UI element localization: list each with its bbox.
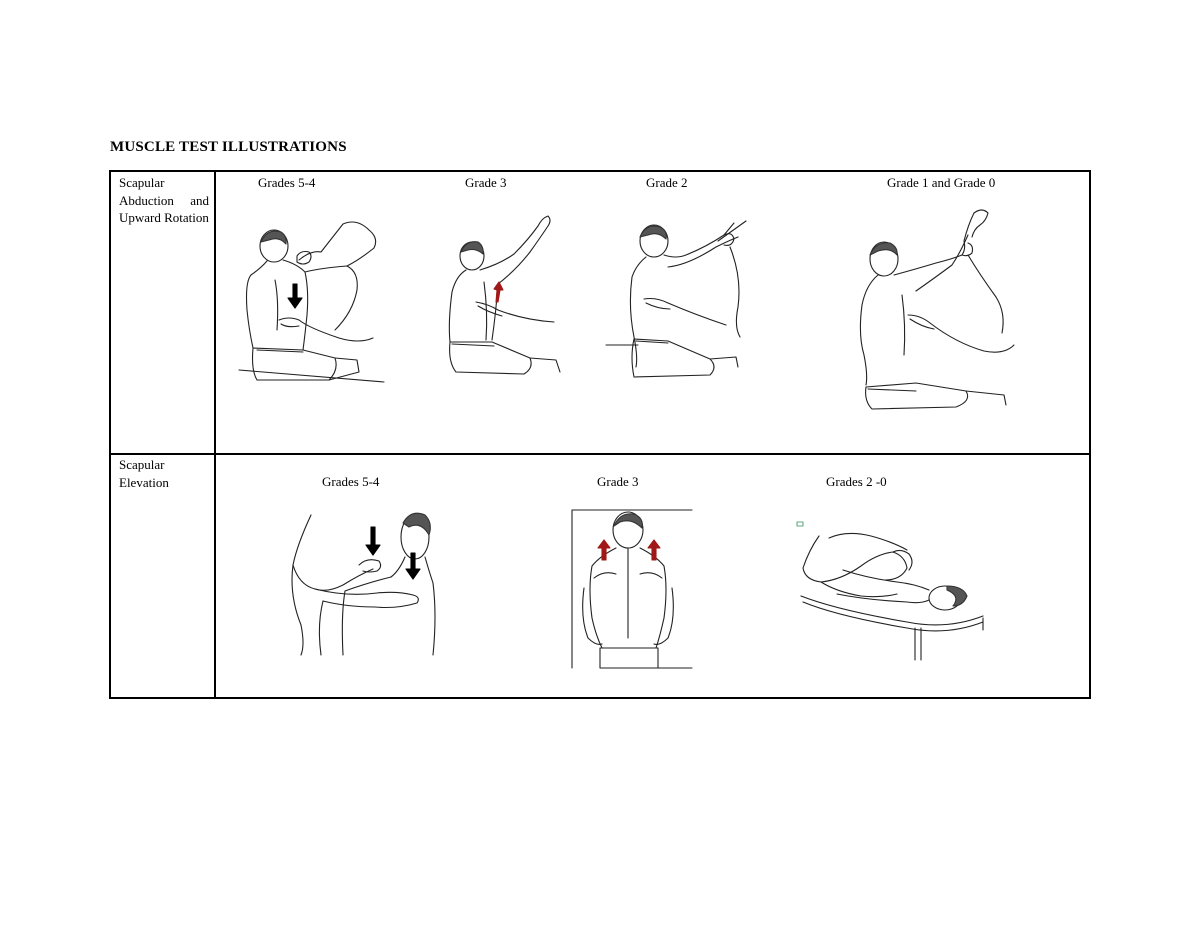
- illustration-elevation-grades-5-4: [291, 512, 436, 656]
- grade-label-row2-grades-5-4: Grades 5-4: [322, 474, 380, 489]
- row-label-scapular-abduction: Scapular Abduction and Upward Rotation: [119, 175, 209, 225]
- muscle-test-table: Scapular Abduction and Upward Rotation S…: [109, 170, 1091, 699]
- grade-label-row2-grade-3: Grade 3: [597, 474, 639, 489]
- grade-label-row1-grade-2: Grade 2: [646, 175, 688, 190]
- illustration-elevation-grades-2-0: [796, 521, 984, 661]
- illustration-abduction-grade-1-and-0: [859, 209, 1015, 410]
- grade-label-row1-grades-5-4: Grades 5-4: [258, 175, 316, 190]
- grade-label-row2-grades-2-0: Grades 2 -0: [826, 474, 887, 489]
- illustration-abduction-grade-2: [605, 220, 747, 378]
- document-title: MUSCLE TEST ILLUSTRATIONS: [110, 139, 347, 155]
- illustration-abduction-grade-3: [448, 215, 561, 375]
- illustration-elevation-grade-3: [571, 509, 693, 669]
- row-divider: [111, 453, 1089, 455]
- column-divider: [214, 172, 216, 697]
- grade-label-row1-grade-3: Grade 3: [465, 175, 507, 190]
- illustration-abduction-grades-5-4: [238, 221, 385, 383]
- row-label-scapular-elevation: Scapular Elevation: [119, 457, 169, 490]
- grade-label-row1-grade-1-and-0: Grade 1 and Grade 0: [887, 175, 996, 190]
